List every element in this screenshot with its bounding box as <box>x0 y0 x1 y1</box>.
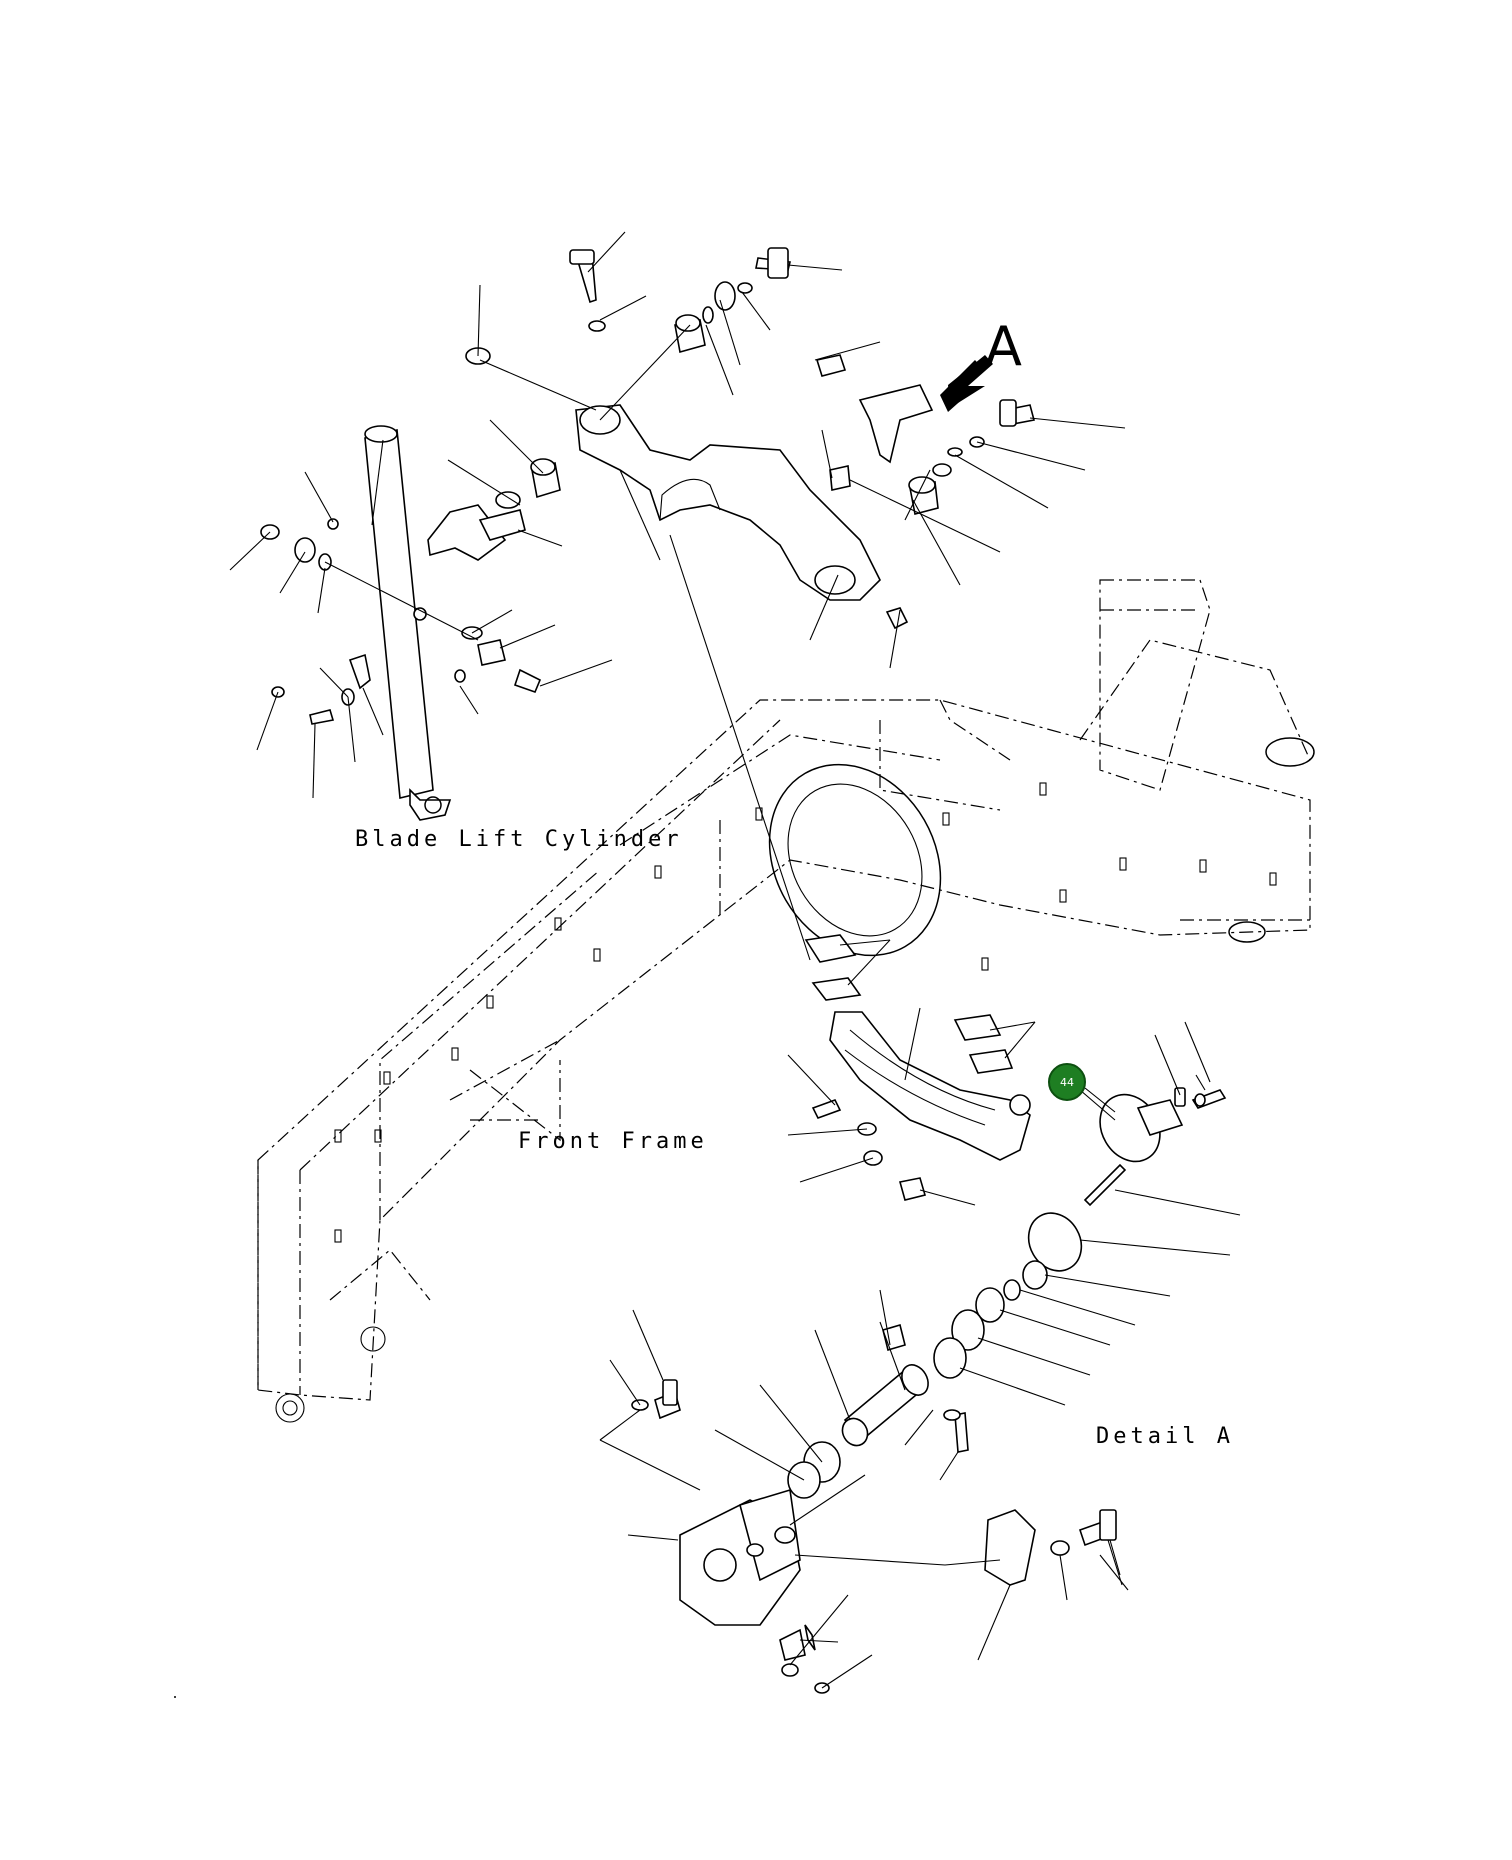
leader-lines <box>229 231 1241 1689</box>
blade-lift-cylinder-label: Blade Lift Cylinder <box>355 827 683 852</box>
front-frame-drawing <box>257 579 1315 1423</box>
view-arrow-letter: A <box>985 315 1022 378</box>
view-arrow-icon <box>948 355 993 408</box>
hardware-parts <box>260 247 1227 1694</box>
stray-dot <box>174 1696 176 1698</box>
hotspot-44[interactable]: 44 <box>1048 1063 1086 1101</box>
hotspot-44-number: 44 <box>1060 1076 1074 1089</box>
detail-a-label: Detail A <box>1096 1424 1234 1449</box>
hotspot-44-leader <box>1084 1087 1116 1113</box>
upper-bracket-drawing <box>575 404 881 601</box>
blade-lift-cylinder-drawing <box>364 425 452 821</box>
front-frame-label: Front Frame <box>518 1129 708 1154</box>
